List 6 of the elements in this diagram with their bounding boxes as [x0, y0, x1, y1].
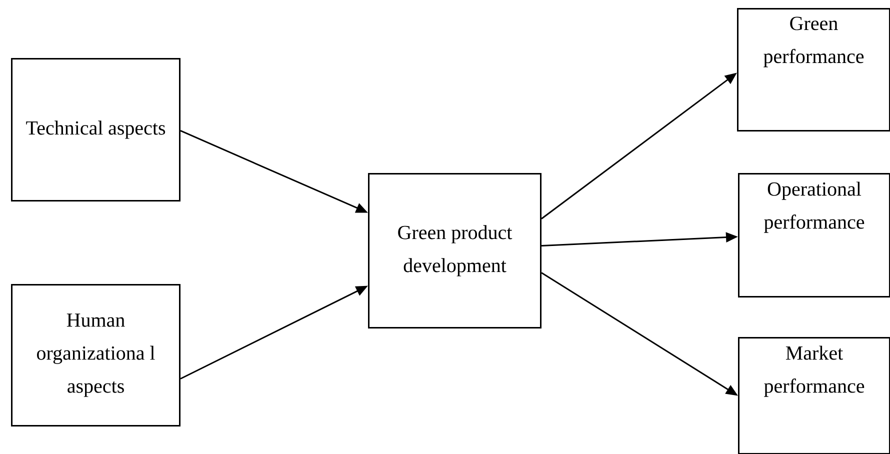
text-box: Human organizationa l aspects	[11, 284, 181, 426]
text-box: Green product development	[368, 173, 542, 328]
text-box: Operational performance	[738, 173, 890, 298]
text-box: Technical aspects	[11, 58, 181, 202]
text-box: Market performance	[738, 337, 890, 454]
text-box: Green performance	[737, 8, 890, 132]
